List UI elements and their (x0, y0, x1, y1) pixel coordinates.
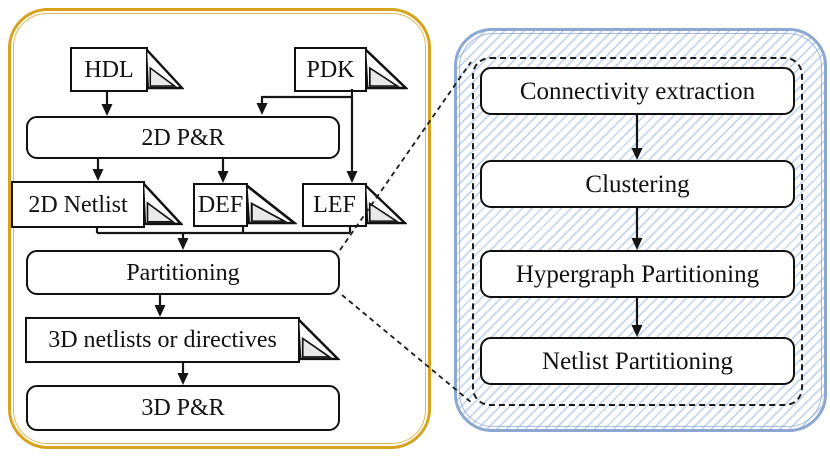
step-connectivity-extraction: Connectivity extraction (480, 67, 795, 115)
doc-def: DEF (193, 183, 299, 227)
document-fold-icon (146, 48, 184, 90)
doc-label: HDL (70, 47, 148, 92)
doc-lef: LEF (302, 183, 409, 227)
doc-label: DEF (193, 183, 248, 227)
document-fold-icon (365, 184, 407, 225)
document-fold-icon (246, 184, 297, 225)
step-netlist-partitioning: Netlist Partitioning (480, 337, 795, 385)
document-fold-icon (298, 318, 340, 361)
step-clustering: Clustering (480, 160, 795, 208)
doc-label: LEF (302, 183, 367, 227)
doc-label: PDK (294, 47, 367, 92)
doc-hdl: HDL (70, 47, 184, 92)
step-label: Clustering (585, 170, 690, 198)
step-hypergraph-partitioning: Hypergraph Partitioning (480, 250, 795, 298)
doc-label: 3D netlists or directives (25, 317, 300, 363)
step-label: Partitioning (126, 259, 240, 286)
document-fold-icon (143, 182, 183, 226)
step-label: 2D P&R (141, 124, 225, 151)
doc-3d-netlists-or-directives: 3D netlists or directives (25, 317, 342, 363)
document-fold-icon (365, 48, 408, 90)
step-3d-place-and-route: 3D P&R (26, 385, 340, 431)
detail-dashed-boundary (472, 57, 803, 406)
doc-label: 2D Netlist (11, 181, 145, 228)
step-2d-place-and-route: 2D P&R (26, 116, 340, 159)
step-label: Connectivity extraction (519, 77, 756, 105)
doc-2d-netlist: 2D Netlist (11, 181, 185, 228)
step-label: 3D P&R (141, 395, 225, 421)
step-label: Netlist Partitioning (542, 347, 733, 375)
step-label: Hypergraph Partitioning (515, 260, 760, 288)
doc-pdk: PDK (294, 47, 410, 92)
step-partitioning: Partitioning (26, 250, 340, 295)
